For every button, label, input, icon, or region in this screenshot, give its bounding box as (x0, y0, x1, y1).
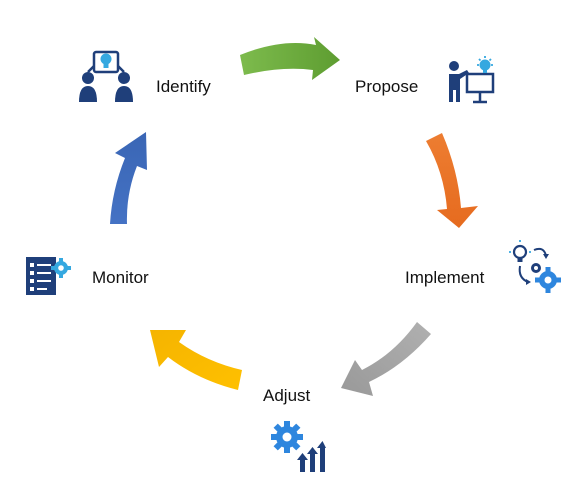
arrow-adjust-to-monitor (150, 330, 242, 390)
step-label-propose: Propose (355, 77, 419, 96)
checklist-gear-icon (26, 257, 71, 295)
arrow-implement-to-adjust (341, 322, 431, 396)
step-label-identify: Identify (156, 77, 211, 96)
arrow-identify-to-propose (240, 37, 340, 80)
step-label-implement: Implement (405, 268, 485, 287)
step-label-adjust: Adjust (263, 386, 311, 405)
idea-meeting-icon (79, 50, 133, 102)
gears-growth-icon (271, 421, 326, 472)
step-label-monitor: Monitor (92, 268, 149, 287)
idea-to-gears-icon (509, 240, 561, 293)
arrow-monitor-to-identify (110, 132, 147, 224)
arrow-propose-to-implement (426, 133, 478, 228)
presentation-idea-icon (449, 56, 495, 104)
